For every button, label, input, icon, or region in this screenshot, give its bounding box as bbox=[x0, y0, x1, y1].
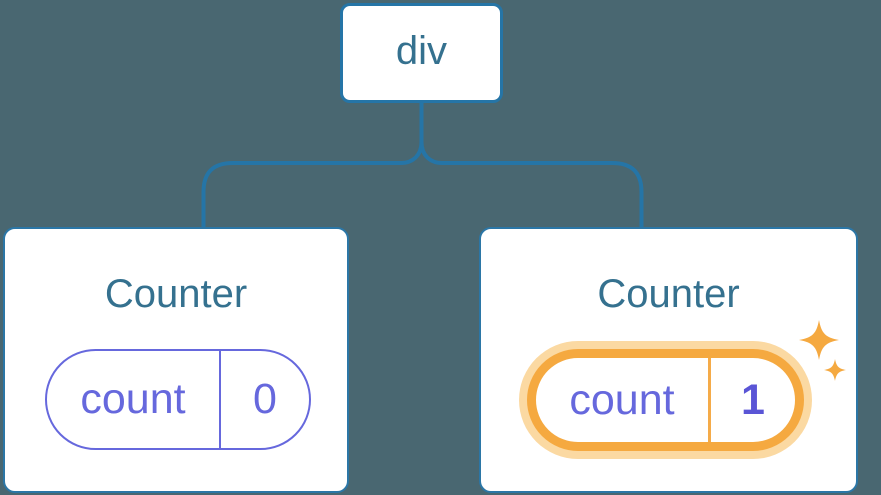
state-value-cell: 0 bbox=[253, 375, 277, 423]
state-pill: count 0 bbox=[45, 349, 311, 450]
state-key-cell: count bbox=[569, 375, 675, 424]
connector-left-branch bbox=[201, 101, 424, 228]
component-title: Counter bbox=[104, 272, 248, 316]
state-pill-highlighted: count 1 bbox=[527, 349, 804, 451]
component-title: Counter bbox=[597, 272, 740, 316]
tree-node-div-label: div bbox=[395, 29, 448, 73]
sparkle-large-icon bbox=[799, 320, 839, 360]
tree-node-div: div bbox=[340, 3, 503, 103]
state-pill-divider bbox=[708, 358, 711, 442]
state-value-cell: 1 bbox=[741, 375, 765, 424]
component-card-counter-left: Counter count 0 bbox=[3, 227, 349, 493]
component-card-counter-right: Counter count 1 bbox=[479, 227, 858, 493]
state-pill-divider bbox=[219, 351, 221, 448]
state-key-cell: count bbox=[80, 375, 186, 423]
sparkle-small-icon bbox=[824, 359, 846, 381]
connector-right-branch bbox=[419, 101, 644, 228]
